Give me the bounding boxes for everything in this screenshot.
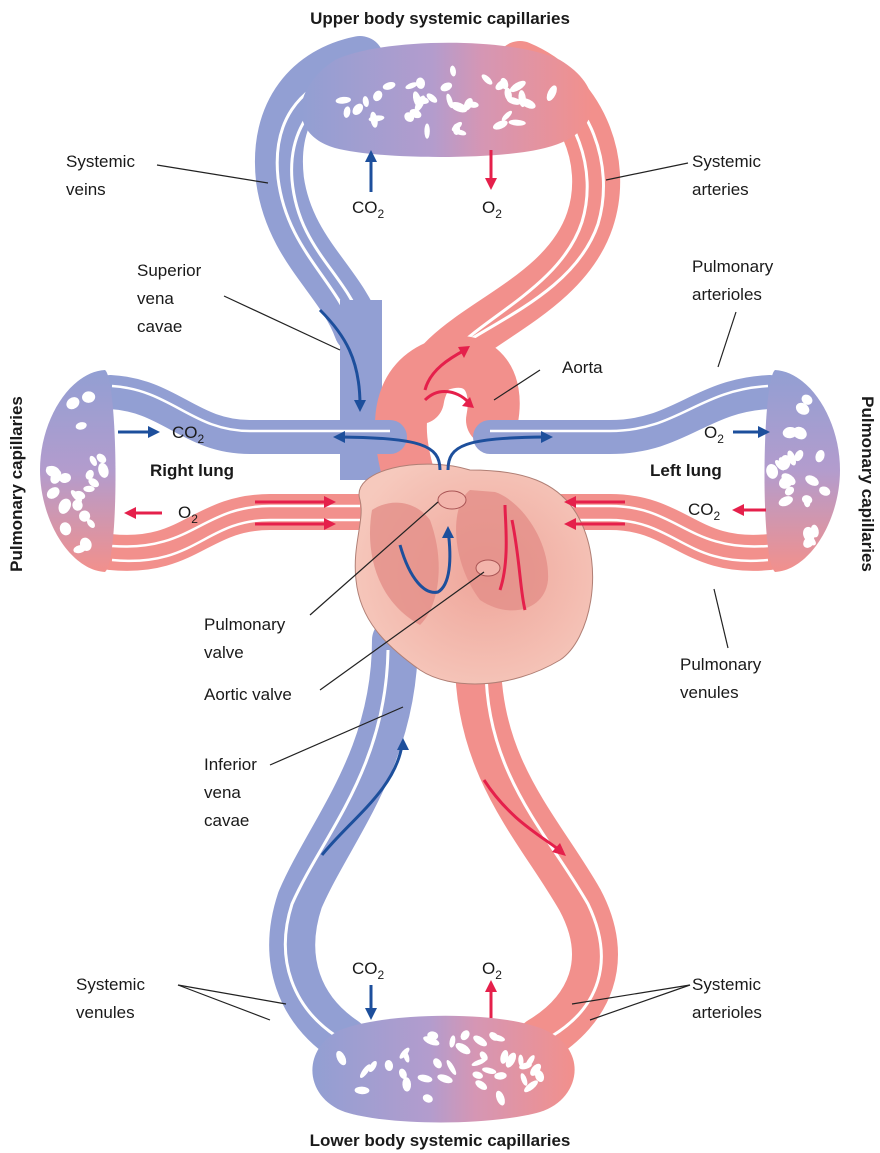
label-systemic-arterioles: Systemic arterioles <box>692 975 766 1022</box>
label-inferior-vena-cavae: Inferior vena cavae <box>204 755 262 830</box>
upper-capillary-bed <box>301 43 592 157</box>
label-systemic-veins: Systemic veins <box>66 152 140 199</box>
label-pulmonary-venules: Pulmonary venules <box>680 655 766 702</box>
title-upper-capillaries: Upper body systemic capillaries <box>310 9 570 28</box>
label-superior-vena-cavae: Superior vena cavae <box>137 261 206 336</box>
gas-upper-o2: O2 <box>482 198 502 221</box>
label-pulmonary-valve: Pulmonary valve <box>204 615 290 662</box>
title-pulmonary-capillaries-right: Pulmonary capillaries <box>858 396 877 572</box>
label-pulmonary-arterioles: Pulmonary arterioles <box>692 257 778 304</box>
label-systemic-arteries: Systemic arteries <box>692 152 766 199</box>
label-aortic-valve: Aortic valve <box>204 685 292 704</box>
lower-capillary-bed <box>312 1016 574 1123</box>
label-left-lung: Left lung <box>650 461 722 480</box>
gas-upper-co2: CO2 <box>352 198 385 221</box>
pulmonary-veins-right-lung <box>110 512 360 553</box>
descending-aorta <box>478 660 595 1040</box>
capillary-gap <box>424 124 429 139</box>
label-systemic-venules: Systemic venules <box>76 975 150 1022</box>
pulmonary-valve <box>438 491 466 509</box>
title-pulmonary-capillaries-left: Pulmonary capillaries <box>7 396 26 572</box>
aortic-valve <box>476 560 500 576</box>
right-lung-capillary-bed <box>40 370 116 572</box>
label-aorta: Aorta <box>562 358 603 377</box>
gas-lower-o2: O2 <box>482 959 502 982</box>
gas-lower-co2: CO2 <box>352 959 385 982</box>
title-lower-capillaries: Lower body systemic capillaries <box>310 1131 571 1150</box>
gas-left-lung-o2: O2 <box>704 423 724 446</box>
left-lung-capillary-bed <box>764 370 840 572</box>
label-right-lung: Right lung <box>150 461 234 480</box>
